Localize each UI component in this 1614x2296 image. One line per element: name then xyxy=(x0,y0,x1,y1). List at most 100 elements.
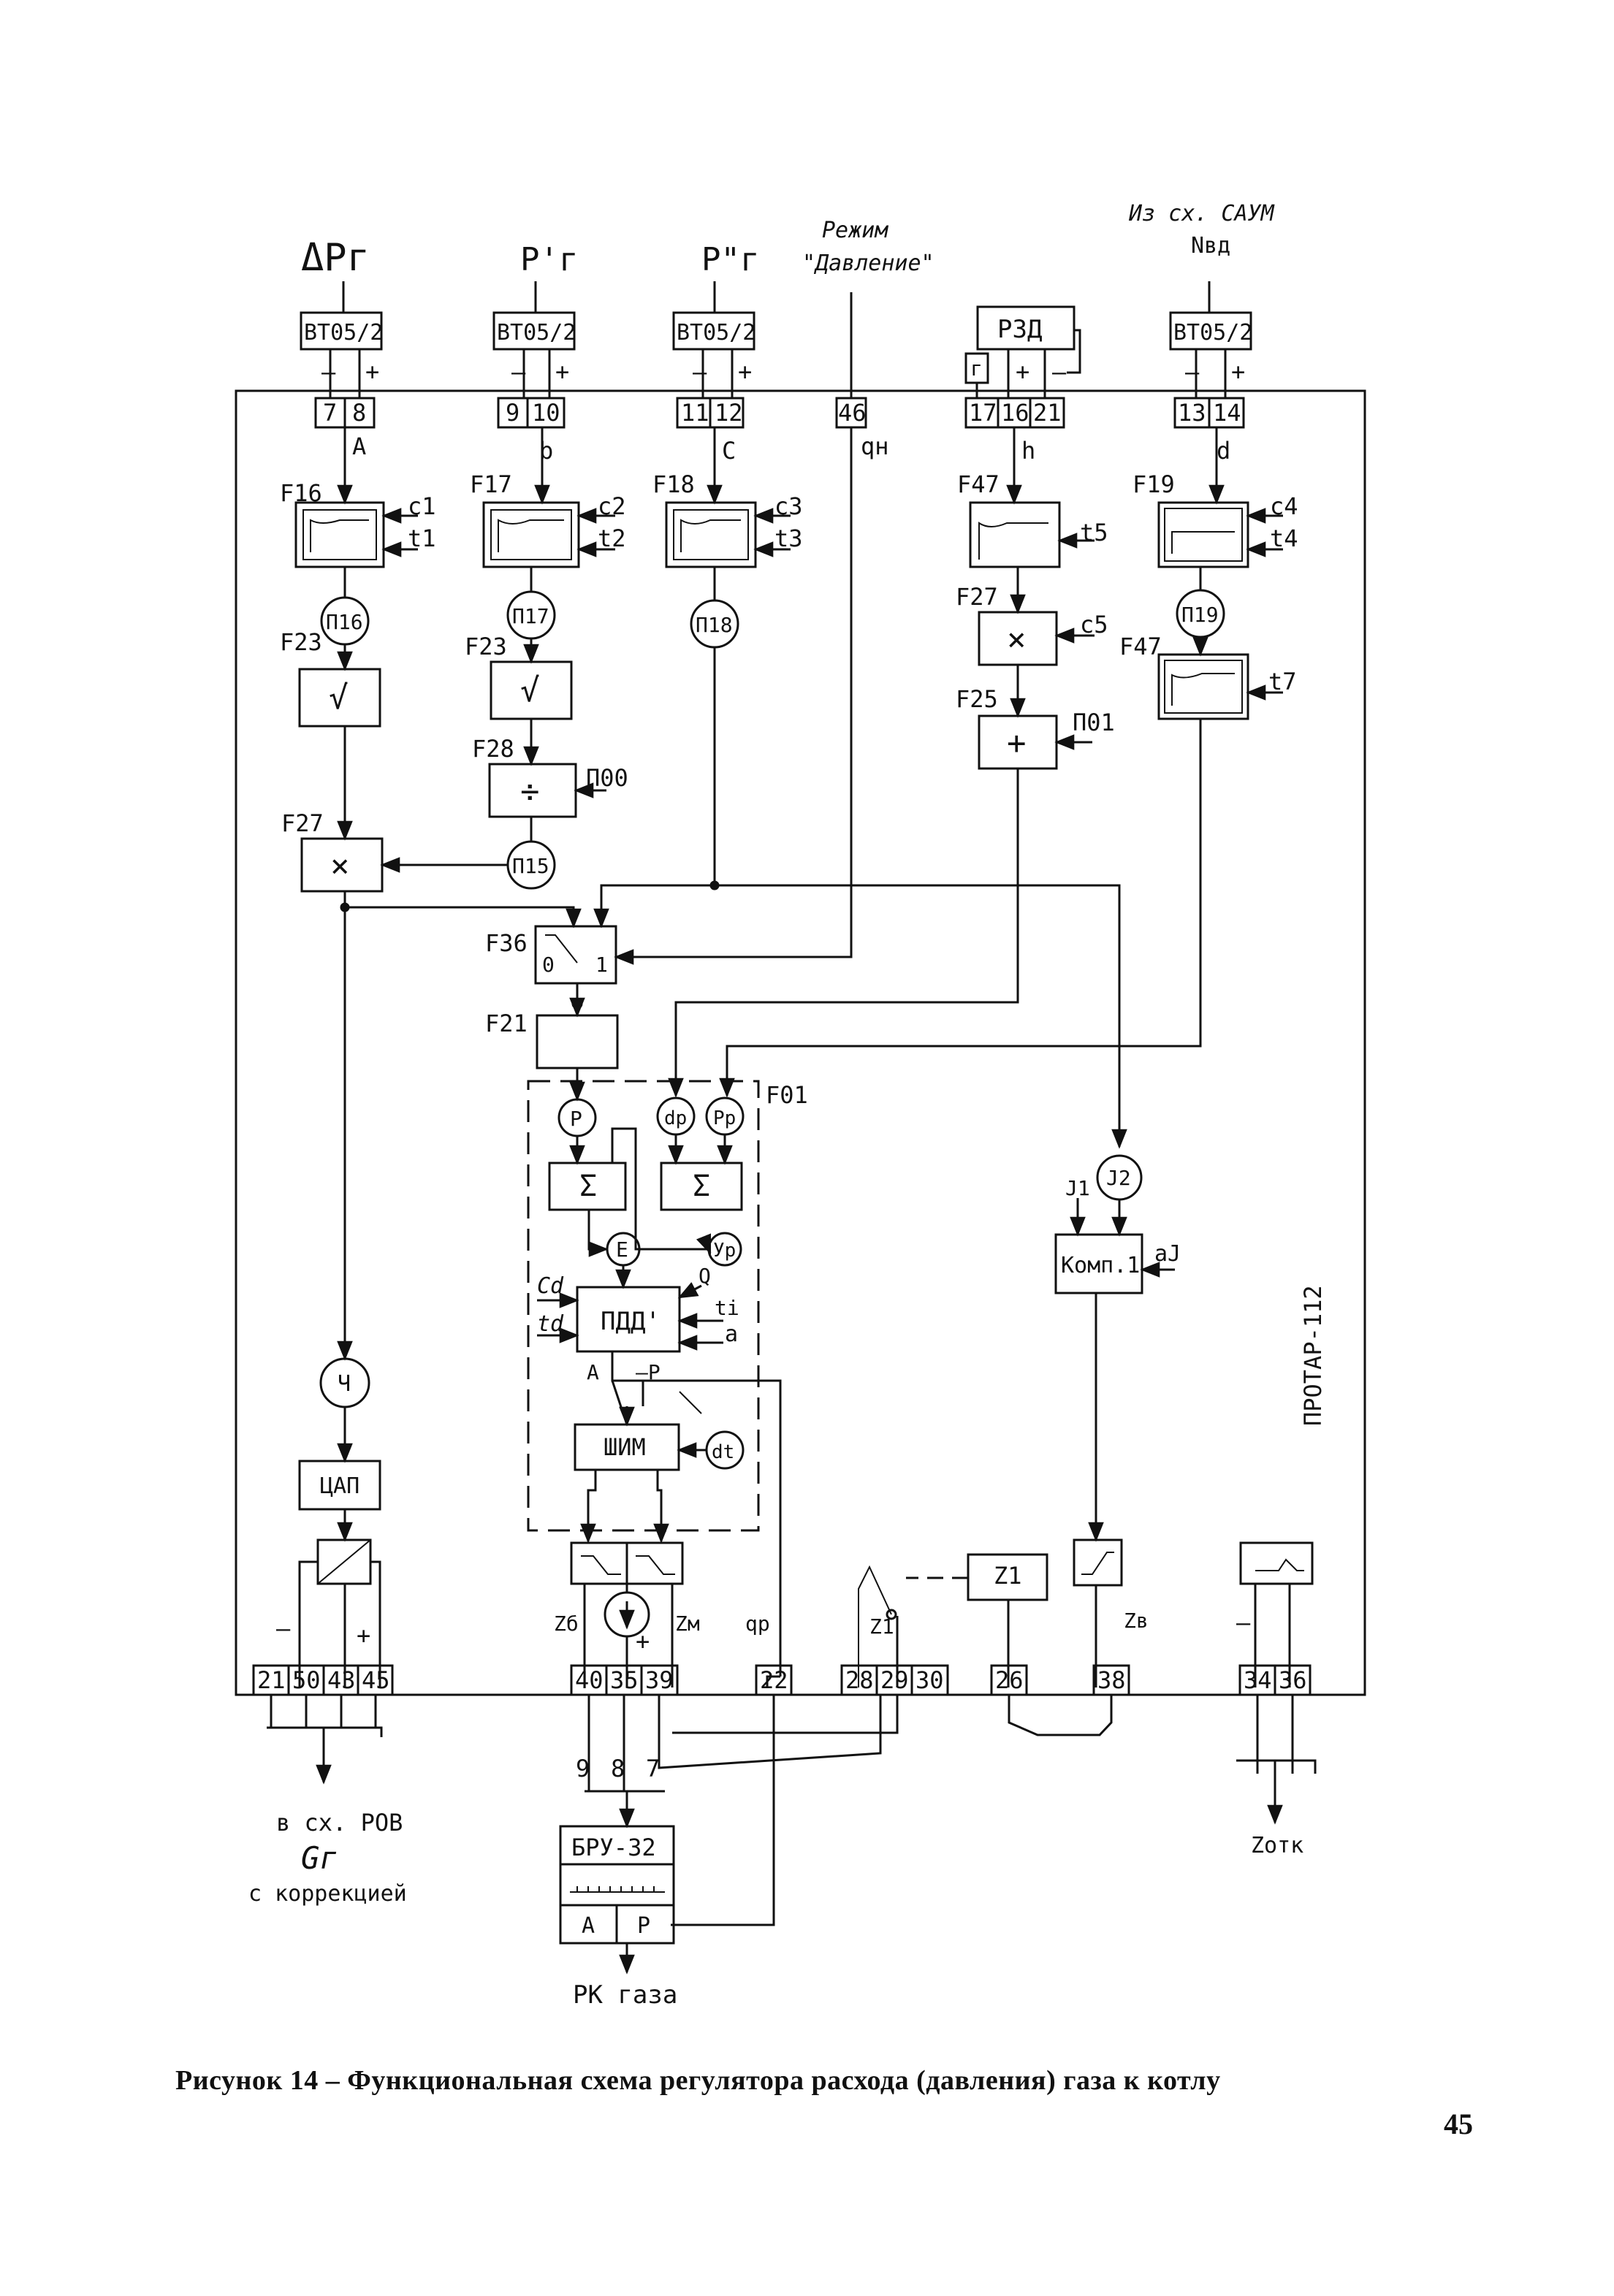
op-sqrt-1: √ xyxy=(329,679,349,717)
device-label: ПРОТАР-112 xyxy=(1299,1285,1327,1426)
b-terminal-28: 28 xyxy=(845,1666,874,1694)
sign: + xyxy=(1016,358,1029,386)
switch-pos-1: 1 xyxy=(595,953,608,977)
label-f19: F19 xyxy=(1133,470,1175,498)
op-sum-2: Σ xyxy=(693,1170,710,1203)
pdd-td: td xyxy=(537,1311,564,1337)
transducer-label-2: ВТ05/2 xyxy=(497,320,576,346)
pdd-out-a: A xyxy=(587,1360,599,1384)
label-f27-1: F27 xyxy=(281,809,324,837)
terminal-12: 12 xyxy=(715,399,743,427)
signal-c: C xyxy=(722,437,736,465)
transducer-bt-4 xyxy=(1169,311,1252,351)
terminal-10: 10 xyxy=(532,399,560,427)
block-f18 xyxy=(665,501,757,568)
param-t1: t1 xyxy=(408,525,436,552)
block-f21 xyxy=(536,1014,619,1069)
sign: – xyxy=(321,358,336,386)
comp-aj: aJ xyxy=(1154,1241,1181,1267)
wire-9: 9 xyxy=(576,1755,590,1782)
op-mult-1: × xyxy=(330,847,350,885)
label-f01: F01 xyxy=(766,1081,808,1109)
block-f19 xyxy=(1157,501,1249,568)
input-dp: ΔPг xyxy=(301,236,370,280)
point-label-e: E xyxy=(616,1237,628,1262)
point-label-p18: П18 xyxy=(696,613,733,637)
terminal-17: 17 xyxy=(969,399,997,427)
b-terminal-21: 21 xyxy=(257,1666,286,1694)
param-t7: t7 xyxy=(1268,668,1297,695)
terminal-14: 14 xyxy=(1213,399,1241,427)
op-mult-2: × xyxy=(1007,621,1027,658)
block-f01 xyxy=(527,1080,760,1532)
label-f47-a: F47 xyxy=(957,470,1000,498)
signal-qn: qн xyxy=(861,432,889,460)
label-f27-2: F27 xyxy=(956,583,998,611)
dest-gg: Gг xyxy=(301,1840,338,1876)
param-t5: t5 xyxy=(1080,519,1108,546)
param-c5: c5 xyxy=(1080,611,1108,638)
input-p2: P"г xyxy=(701,241,759,278)
point-label-dt: dt xyxy=(712,1441,734,1463)
block-sum-2 xyxy=(660,1162,743,1211)
b-terminal-39: 39 xyxy=(645,1666,674,1694)
input-mode-2: "Давление" xyxy=(802,251,934,276)
sign: + xyxy=(555,358,569,386)
label-f28: F28 xyxy=(472,735,514,763)
terminal-8: 8 xyxy=(352,399,366,427)
relay-zm xyxy=(625,1541,684,1585)
op-div: ÷ xyxy=(520,773,540,810)
block-f47-a xyxy=(969,501,1061,568)
signal-a: A xyxy=(352,432,366,460)
pdd-out-p: –P xyxy=(636,1360,661,1384)
pdd-ti: ti xyxy=(715,1296,739,1320)
out-zv: Zв xyxy=(1124,1609,1149,1633)
sign: + xyxy=(738,358,752,386)
transducer-label-1: ВТ05/2 xyxy=(304,320,383,346)
out-qp: qр xyxy=(745,1612,770,1636)
param-c3: c3 xyxy=(774,492,803,520)
point-label-dp: dр xyxy=(664,1107,687,1129)
sign: + xyxy=(357,1622,370,1649)
input-mode: Режим xyxy=(822,218,888,243)
terminal-16: 16 xyxy=(1001,399,1029,427)
wire-7: 7 xyxy=(646,1755,660,1782)
point-label-p: P xyxy=(570,1107,582,1131)
block-cap xyxy=(298,1460,381,1511)
wire-8: 8 xyxy=(611,1755,625,1782)
pdd-label: ПДД' xyxy=(601,1307,661,1336)
block-f36-switch xyxy=(534,925,617,985)
b-terminal-30: 30 xyxy=(916,1666,944,1694)
relay-zotk xyxy=(1239,1541,1314,1585)
dest-rk: РК газа xyxy=(573,1980,677,2010)
label-f16: F16 xyxy=(280,479,322,507)
label-f47-b: F47 xyxy=(1119,633,1162,660)
terminal-9: 9 xyxy=(506,399,519,427)
b-terminal-40: 40 xyxy=(575,1666,604,1694)
point-label-p16: П16 xyxy=(326,610,363,634)
bru-a: A xyxy=(582,1913,595,1939)
sign: – xyxy=(693,358,707,386)
label-f23-1: F23 xyxy=(280,628,322,656)
point-label-p15: П15 xyxy=(512,854,549,878)
dest-zotk: Zотк xyxy=(1251,1833,1303,1858)
transducer-bt-1 xyxy=(300,311,383,351)
dest-correction: с коррекцией xyxy=(248,1881,407,1907)
terminal-13: 13 xyxy=(1178,399,1206,427)
param-c4: c4 xyxy=(1270,492,1298,520)
point-label-pp: Pр xyxy=(713,1107,736,1129)
label-f36: F36 xyxy=(485,929,528,957)
param-c1: c1 xyxy=(408,492,436,520)
transducer-label-4: ВТ05/2 xyxy=(1173,320,1252,346)
terminal-7: 7 xyxy=(323,399,337,427)
comp-label: Комп.1 xyxy=(1061,1253,1140,1278)
transducer-label-rzd: РЗД xyxy=(997,315,1042,344)
label-f18: F18 xyxy=(652,470,695,498)
label-f23-2: F23 xyxy=(465,633,507,660)
input-saum-2: Nвд xyxy=(1191,233,1230,259)
label-f17: F17 xyxy=(470,470,512,498)
point-label-ch: Ч xyxy=(338,1371,351,1397)
out-zm: Zм xyxy=(675,1612,700,1636)
b-terminal-45: 45 xyxy=(362,1666,390,1694)
input-saum: Из сх. САУМ xyxy=(1128,201,1275,226)
